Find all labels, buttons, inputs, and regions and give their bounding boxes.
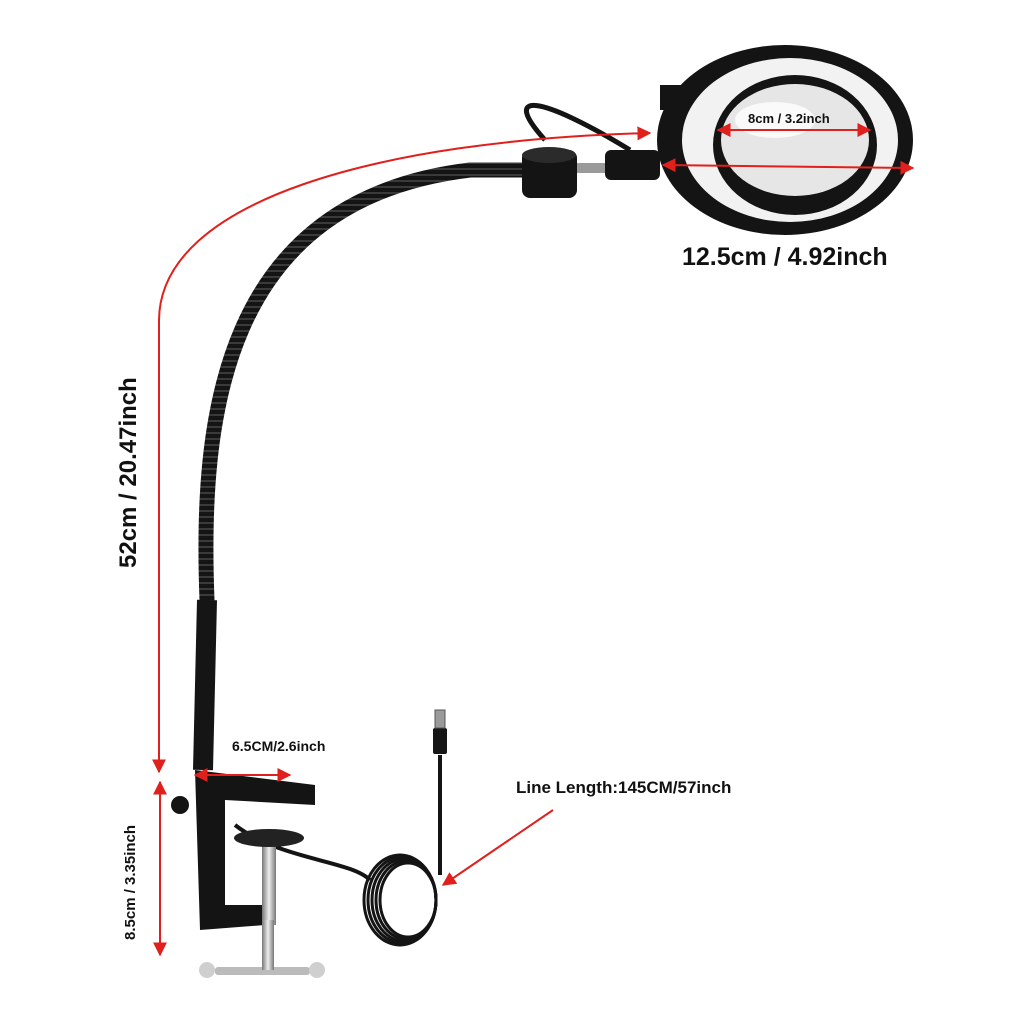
line-length-label: Line Length:145CM/57inch	[516, 778, 732, 797]
knob	[171, 796, 189, 814]
clamp-height-label: 8.5cm / 3.35inch	[122, 824, 139, 940]
clamp-width-label: 6.5CM/2.6inch	[232, 738, 326, 754]
line-length-pointer	[441, 809, 554, 886]
desk-clamp	[171, 770, 325, 978]
clamp-screw	[262, 830, 276, 925]
lens-diameter-label: 8cm / 3.2inch	[748, 111, 830, 126]
arm-length-line	[152, 126, 652, 774]
usb-plug-body	[433, 728, 447, 754]
gooseneck-arm	[193, 162, 533, 771]
lamp-head	[522, 45, 913, 235]
arm-length-label: 52cm / 20.47inch	[115, 377, 142, 568]
outer-diameter-label: 12.5cm / 4.92inch	[682, 243, 888, 271]
usb-plug-metal	[434, 709, 446, 729]
lens-glass	[721, 84, 869, 196]
dimension-lines	[152, 123, 915, 957]
outer-diameter-line	[661, 158, 915, 175]
